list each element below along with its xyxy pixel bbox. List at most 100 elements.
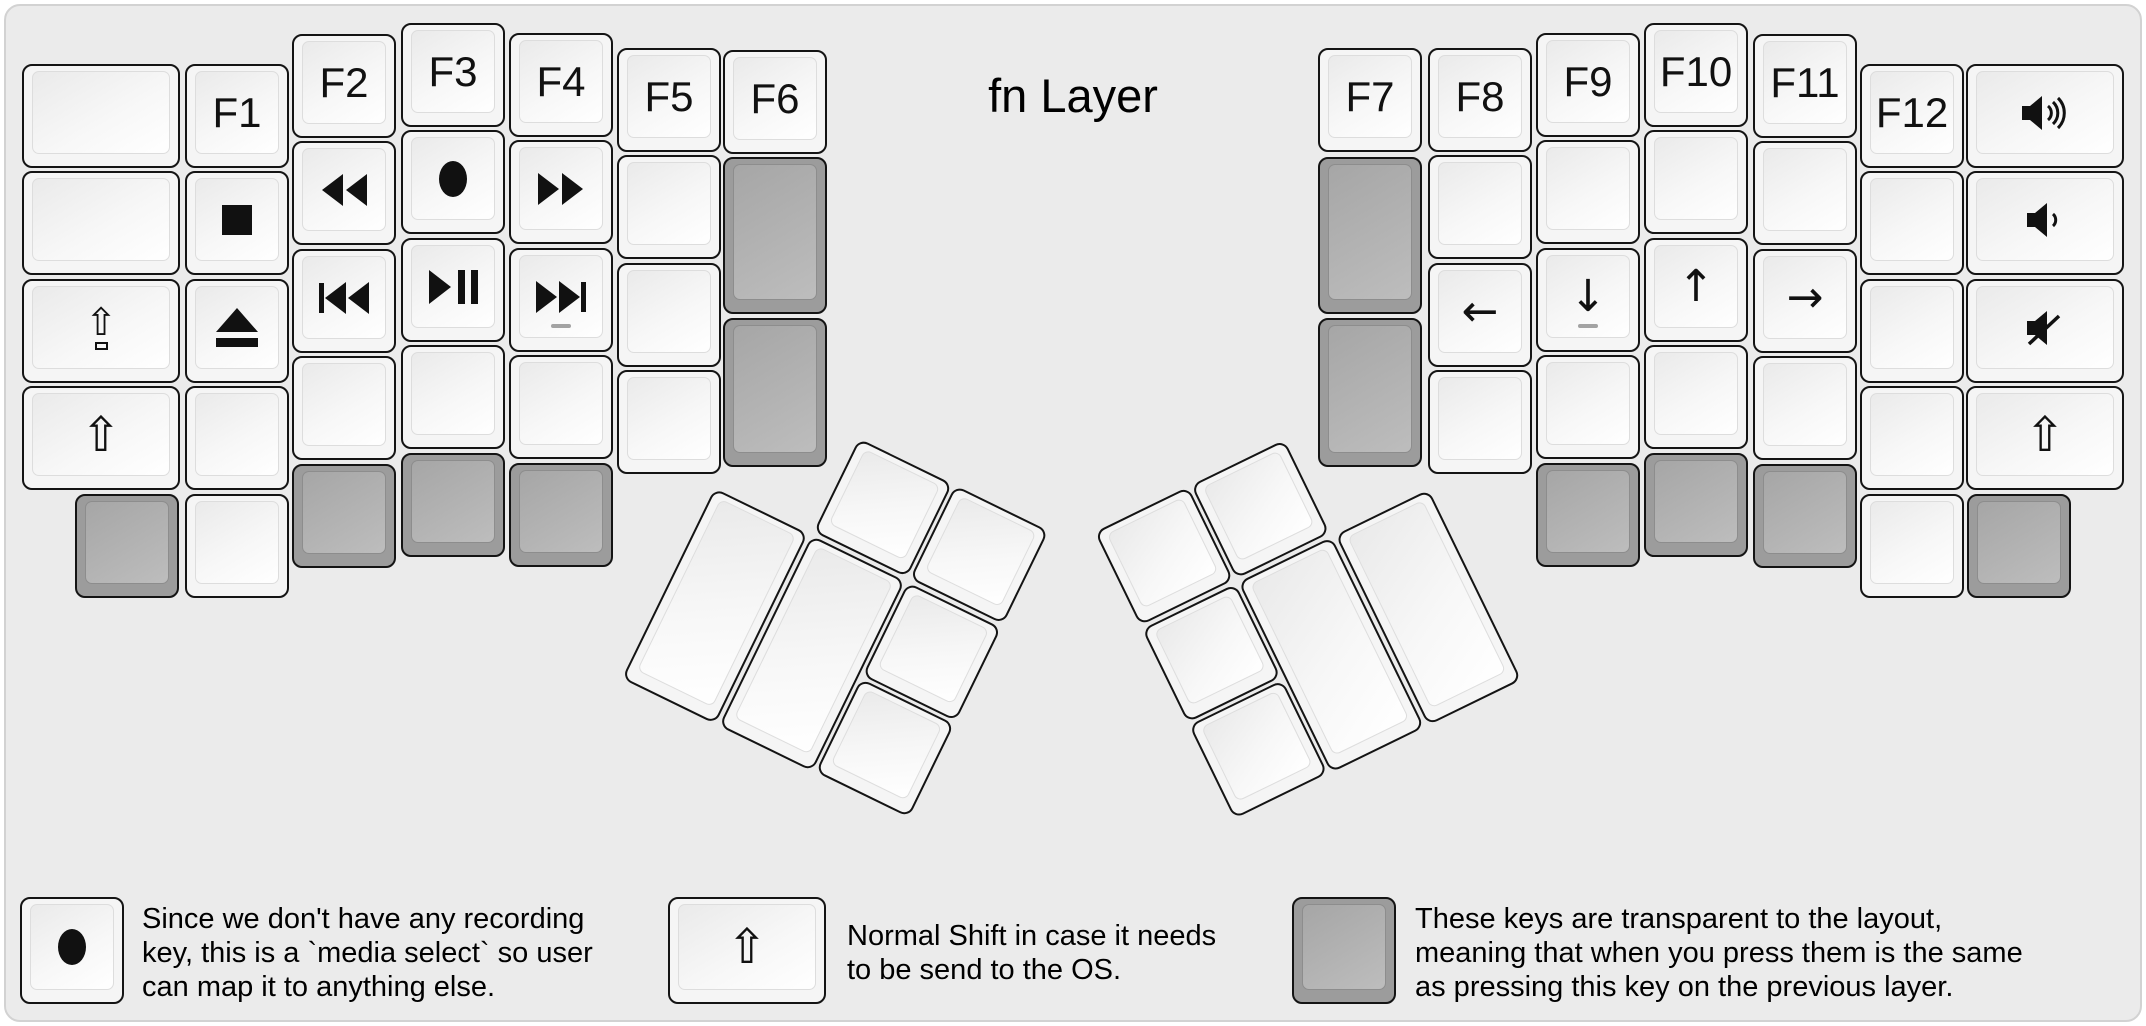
key-blank[interactable]: [22, 64, 180, 168]
keycap-surface: [1870, 286, 1954, 369]
legend-key-shift[interactable]: ⇧: [668, 897, 826, 1004]
key-blank[interactable]: [1860, 171, 1964, 275]
key-transparent[interactable]: [509, 463, 613, 567]
key-transparent[interactable]: [723, 157, 827, 314]
key-blank[interactable]: [617, 263, 721, 367]
key-blank[interactable]: [401, 345, 505, 449]
shift-icon: ⇧: [80, 406, 122, 463]
keycap-surface: [519, 470, 603, 553]
key-blank[interactable]: [22, 171, 180, 275]
legend-key-record[interactable]: [20, 897, 124, 1004]
key-shift[interactable]: ⇧: [22, 386, 180, 490]
key-blank[interactable]: [1428, 155, 1532, 259]
key-blank[interactable]: [1753, 141, 1857, 245]
key-stop[interactable]: [185, 171, 289, 275]
key-arrow-right[interactable]: →: [1753, 249, 1857, 353]
keycap-surface: [195, 393, 279, 476]
key-transparent[interactable]: [1967, 494, 2071, 598]
key-blank[interactable]: [617, 370, 721, 474]
key-f11[interactable]: F11: [1753, 34, 1857, 138]
key-fast-forward[interactable]: [509, 140, 613, 244]
volume-down-icon: [2019, 200, 2071, 240]
key-prev-track[interactable]: [292, 249, 396, 353]
key-arrow-up[interactable]: ↑: [1644, 238, 1748, 342]
keycap-surface: [32, 178, 170, 261]
key-blank[interactable]: [617, 155, 721, 259]
key-blank[interactable]: [1536, 355, 1640, 459]
key-blank[interactable]: [1753, 356, 1857, 460]
key-play-pause[interactable]: [401, 238, 505, 342]
key-f7[interactable]: F7: [1318, 48, 1422, 152]
key-blank[interactable]: [1860, 494, 1964, 598]
key-f9[interactable]: F9: [1536, 33, 1640, 137]
key-f4[interactable]: F4: [509, 33, 613, 137]
keycap-surface: [302, 148, 386, 231]
keycap-surface: [733, 325, 817, 453]
key-f3[interactable]: F3: [401, 23, 505, 127]
key-f2[interactable]: F2: [292, 34, 396, 138]
key-transparent[interactable]: [1318, 318, 1422, 467]
key-transparent[interactable]: [1318, 157, 1422, 314]
key-blank[interactable]: [185, 386, 289, 490]
legend-text-2: These keys are transparent to the layout…: [1415, 903, 2023, 1003]
keycap-surface: [302, 471, 386, 554]
key-f5[interactable]: F5: [617, 48, 721, 152]
key-transparent[interactable]: [1753, 464, 1857, 568]
key-f6[interactable]: F6: [723, 50, 827, 154]
key-f10[interactable]: F10: [1644, 23, 1748, 127]
keycap-surface: [1976, 71, 2114, 154]
key-f8[interactable]: F8: [1428, 48, 1532, 152]
keycap-surface: [1328, 164, 1412, 300]
key-transparent[interactable]: [292, 464, 396, 568]
keycap-surface: [195, 178, 279, 261]
key-volume-up[interactable]: [1966, 64, 2124, 168]
record-icon: [435, 157, 471, 201]
key-blank[interactable]: [1644, 130, 1748, 234]
keycap-surface: [195, 286, 279, 369]
key-blank[interactable]: [1428, 370, 1532, 474]
key-record[interactable]: [401, 130, 505, 234]
keycap-surface: F5: [627, 55, 711, 138]
key-blank[interactable]: [1860, 386, 1964, 490]
key-transparent[interactable]: [723, 318, 827, 467]
keycap-surface: [302, 363, 386, 446]
key-eject[interactable]: [185, 279, 289, 383]
key-arrow-down[interactable]: ↓: [1536, 248, 1640, 352]
key-volume-down[interactable]: [1966, 171, 2124, 275]
key-transparent[interactable]: [75, 494, 179, 598]
key-mute[interactable]: [1966, 279, 2124, 383]
keycap-surface: [733, 164, 817, 300]
key-f12[interactable]: F12: [1860, 64, 1964, 168]
keycap-surface: F7: [1328, 55, 1412, 138]
key-caps-lock[interactable]: ⇧: [22, 279, 180, 383]
keycap-surface: [627, 377, 711, 460]
key-blank[interactable]: [1536, 140, 1640, 244]
key-f1[interactable]: F1: [185, 64, 289, 168]
keycap-surface: [1546, 147, 1630, 230]
key-next-track[interactable]: [509, 248, 613, 352]
key-arrow-left[interactable]: ←: [1428, 263, 1532, 367]
legend-key-transparent[interactable]: [1292, 897, 1396, 1004]
keycap-surface: [1977, 501, 2061, 584]
key-transparent[interactable]: [1644, 453, 1748, 557]
keycap-surface: ↓: [1546, 255, 1630, 338]
keycap-surface: [1438, 162, 1522, 245]
keycap-surface: [1438, 377, 1522, 460]
stop-icon: [220, 203, 254, 237]
shift-icon: ⇧: [2024, 406, 2066, 463]
eject-icon: [213, 307, 261, 349]
key-blank[interactable]: [292, 356, 396, 460]
keycap-surface: F8: [1438, 55, 1522, 138]
keycap-surface: [519, 362, 603, 445]
key-blank[interactable]: [1860, 279, 1964, 383]
key-transparent[interactable]: [401, 453, 505, 557]
keycap-surface: [1870, 178, 1954, 261]
key-transparent[interactable]: [1536, 463, 1640, 567]
legend-text-0: Since we don't have any recording key, t…: [142, 903, 593, 1003]
keycap-surface: F9: [1546, 40, 1630, 123]
key-blank[interactable]: [1644, 345, 1748, 449]
key-shift[interactable]: ⇧: [1966, 386, 2124, 490]
key-blank[interactable]: [509, 355, 613, 459]
key-rewind[interactable]: [292, 141, 396, 245]
key-blank[interactable]: [185, 494, 289, 598]
